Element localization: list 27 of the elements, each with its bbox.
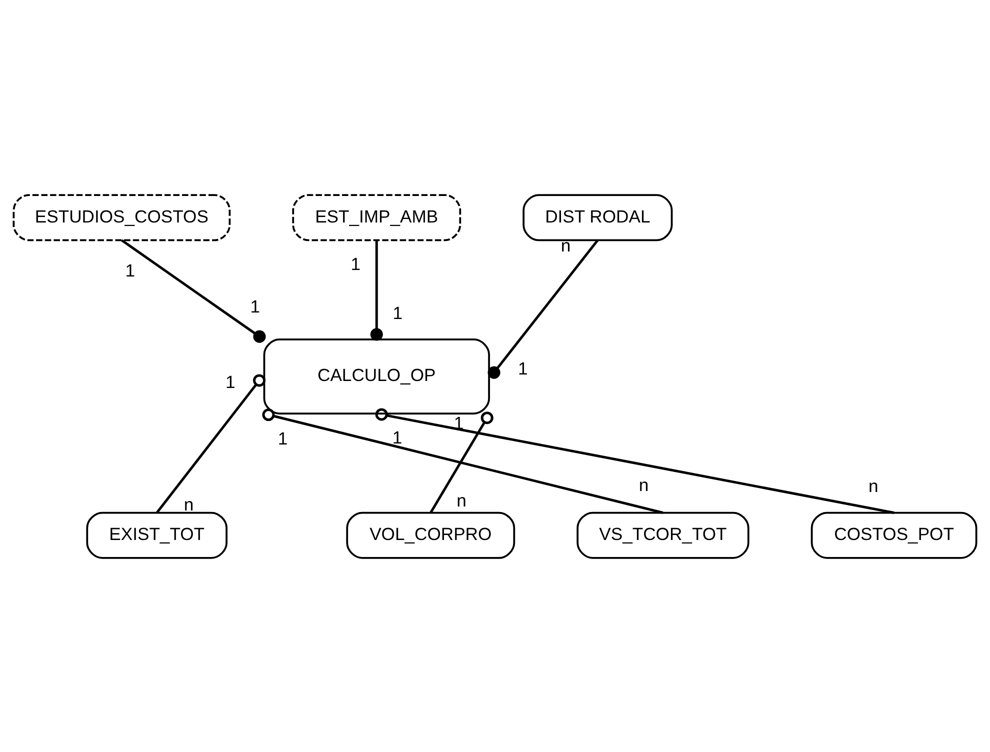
label: 1 bbox=[392, 302, 403, 323]
node-box: ESTUDIOS_COSTOS bbox=[12, 194, 231, 241]
label: 1 bbox=[250, 296, 260, 316]
connector bbox=[156, 374, 266, 514]
connector bbox=[262, 408, 664, 514]
label: n bbox=[184, 494, 194, 514]
node-box: COSTOS_POT bbox=[810, 511, 978, 558]
connector bbox=[370, 240, 383, 340]
label: 1 bbox=[392, 427, 402, 448]
node-box: VOL_CORPRO bbox=[346, 511, 516, 558]
label: 1 bbox=[226, 372, 236, 392]
label: 1 bbox=[125, 260, 136, 280]
node-box: CALCULO_OP bbox=[263, 338, 490, 414]
connector bbox=[488, 238, 599, 378]
label: 1 bbox=[518, 358, 528, 378]
label: n bbox=[868, 476, 878, 496]
node-box: VS_TCOR_TOT bbox=[576, 511, 750, 558]
label: n bbox=[638, 474, 649, 495]
connector bbox=[430, 411, 494, 513]
label: n bbox=[456, 490, 466, 510]
label: 1 bbox=[350, 253, 361, 274]
node-box: DIST RODAL bbox=[522, 194, 673, 241]
node-box: EST_IMP_AMB bbox=[292, 194, 462, 241]
label: 1 bbox=[278, 428, 288, 448]
connector bbox=[375, 408, 894, 514]
connector bbox=[120, 238, 266, 342]
node-box: EXIST_TOT bbox=[86, 511, 228, 558]
